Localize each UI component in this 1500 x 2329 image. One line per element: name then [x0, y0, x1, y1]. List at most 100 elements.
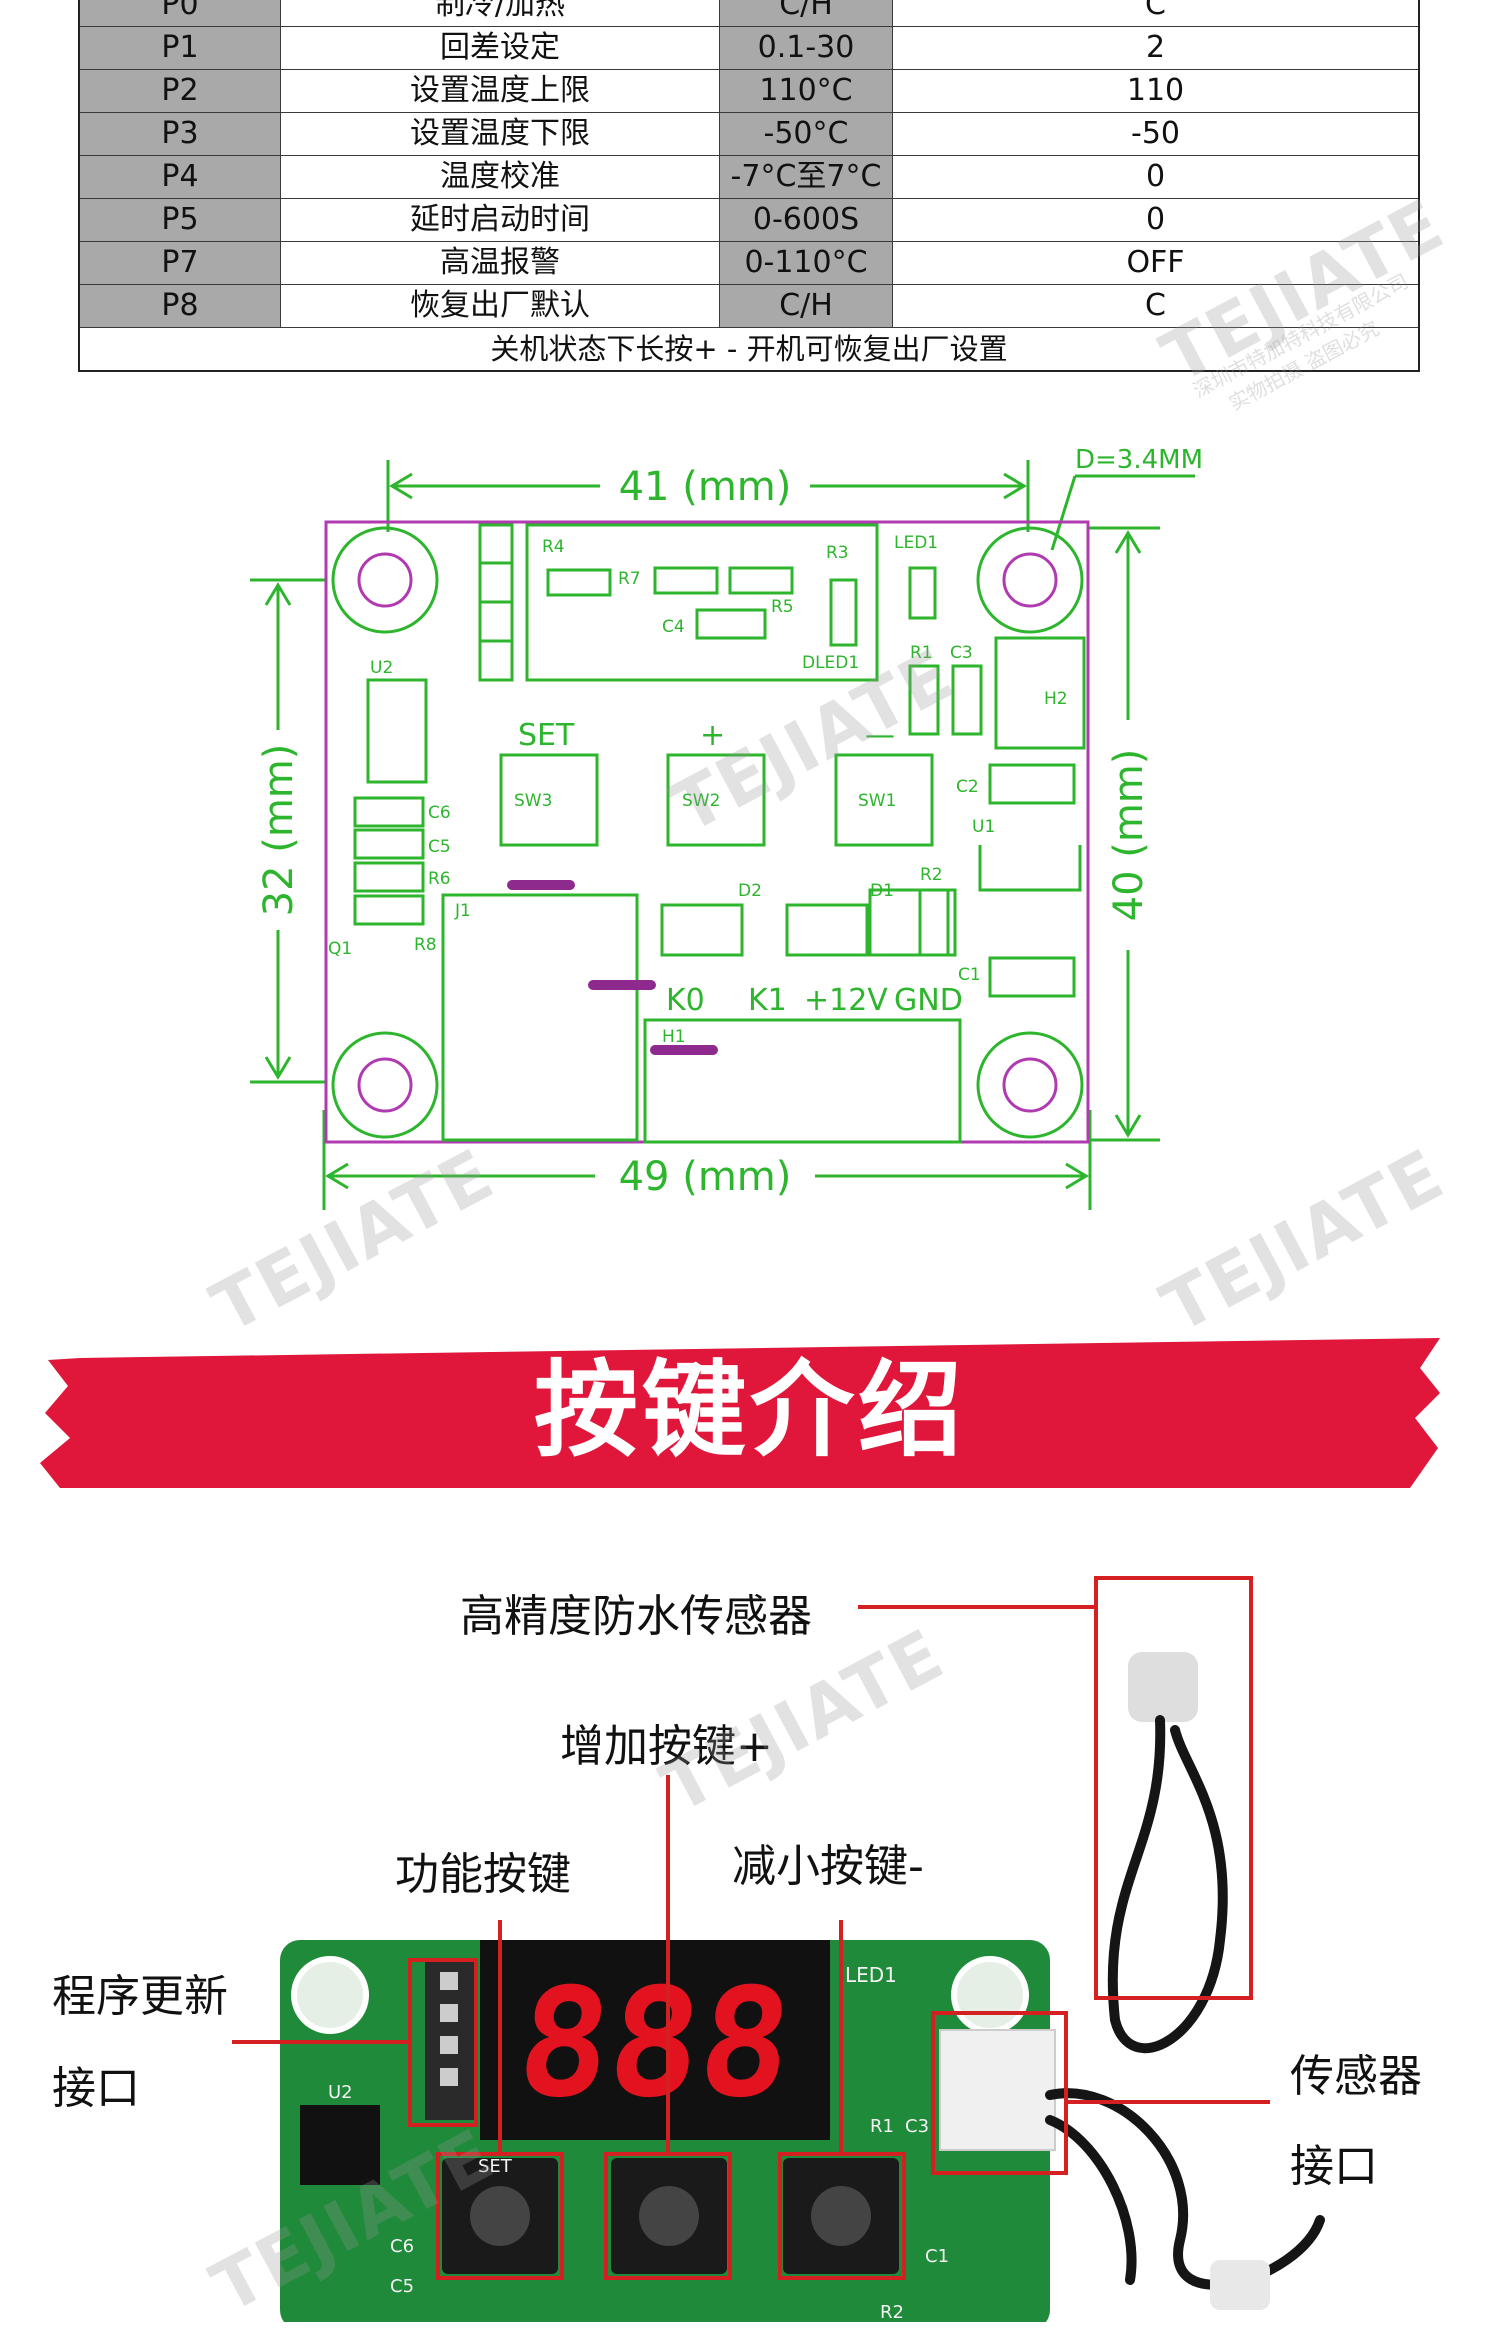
section-banner — [40, 1338, 1440, 1488]
table-row: P1 回差设定 0.1-30 2 — [78, 26, 1420, 70]
param-default: 110 — [892, 69, 1420, 113]
callout-minus-key: 减小按键- — [732, 1841, 924, 1892]
param-range: 0-110°C — [719, 241, 893, 285]
photo-c3-label: C3 — [905, 2116, 929, 2137]
seven-segment-display — [480, 1940, 830, 2140]
param-name: 设置温度下限 — [280, 112, 720, 156]
param-default: 2 — [892, 26, 1420, 70]
param-default: 0 — [892, 155, 1420, 199]
display-digits: 888 — [510, 1956, 799, 2131]
param-range: 110°C — [719, 69, 893, 113]
table-row: P0 制冷/加热 C/H C — [78, 0, 1420, 27]
table-row: P5 延时启动时间 0-600S 0 — [78, 198, 1420, 242]
photo-c6-label: C6 — [390, 2236, 414, 2257]
pcb-label-dled1: DLED1 — [802, 653, 859, 673]
table-note-row: 关机状态下长按+ - 开机可恢复出厂设置 — [78, 327, 1420, 372]
pcb-label-plus: + — [700, 718, 725, 753]
pcb-label-h2: H2 — [1044, 689, 1068, 709]
pcb-label-12v: +12V — [804, 983, 888, 1018]
dim-top-label: 41 (mm) — [619, 464, 792, 510]
param-default: C — [892, 0, 1420, 27]
param-name: 设置温度上限 — [280, 69, 720, 113]
pcb-label-q1: Q1 — [328, 939, 352, 959]
param-default: -50 — [892, 112, 1420, 156]
param-range: C/H — [719, 0, 893, 27]
param-code: P5 — [78, 198, 281, 242]
pcb-label-c6: C6 — [428, 803, 451, 823]
callout-sensor-port-line2: 接口 — [1290, 2141, 1378, 2192]
param-code: P7 — [78, 241, 281, 285]
pcb-label-r5: R5 — [771, 597, 794, 617]
pcb-label-d1: D1 — [870, 881, 894, 901]
pcb-label-set: SET — [518, 718, 575, 753]
param-name: 回差设定 — [280, 26, 720, 70]
photo-set-label: SET — [478, 2156, 513, 2177]
param-default: C — [892, 284, 1420, 328]
table-row: P2 设置温度上限 110°C 110 — [78, 69, 1420, 113]
pcb-label-j1: J1 — [454, 901, 471, 921]
pcb-label-d2: D2 — [738, 881, 762, 901]
photo-r1-label: R1 — [870, 2116, 894, 2137]
pcb-label-led1: LED1 — [894, 533, 938, 553]
pcb-label-minus: — — [865, 718, 895, 753]
pcb-label-r8: R8 — [414, 935, 437, 955]
table-row: P8 恢复出厂默认 C/H C — [78, 284, 1420, 328]
callout-plus-key: 增加按键+ — [560, 1721, 773, 1772]
param-code: P4 — [78, 155, 281, 199]
param-code: P2 — [78, 69, 281, 113]
param-default: OFF — [892, 241, 1420, 285]
param-range: 0.1-30 — [719, 26, 893, 70]
pcb-label-u2: U2 — [370, 658, 393, 678]
param-code: P0 — [78, 0, 281, 27]
pcb-label-sw3: SW3 — [514, 791, 552, 811]
dim-bottom-label: 49 (mm) — [619, 1154, 792, 1200]
pcb-label-c1: C1 — [958, 965, 981, 985]
param-name: 制冷/加热 — [280, 0, 720, 27]
pcb-dimension-drawing: 41 (mm) 49 (mm) 32 (mm) 40 (mm) D=3.4MM — [250, 445, 1203, 1210]
param-name: 高温报警 — [280, 241, 720, 285]
pcb-label-c4: C4 — [662, 617, 685, 637]
param-code: P1 — [78, 26, 281, 70]
param-default: 0 — [892, 198, 1420, 242]
parameter-table: P0 制冷/加热 C/H C P1 回差设定 0.1-30 2 P2 设置温度上… — [78, 0, 1420, 372]
callout-function-key: 功能按键 — [395, 1849, 571, 1900]
pcb-label-sw2: SW2 — [682, 791, 720, 811]
pcb-label-k1: K1 — [748, 983, 787, 1018]
pcb-label-r7: R7 — [618, 569, 641, 589]
param-range: 0-600S — [719, 198, 893, 242]
param-code: P8 — [78, 284, 281, 328]
pcb-label-h1: H1 — [662, 1027, 686, 1047]
pcb-label-r2: R2 — [920, 865, 943, 885]
pcb-label-k0: K0 — [666, 983, 705, 1018]
dim-right-label: 40 (mm) — [1106, 749, 1152, 922]
dim-left-label: 32 (mm) — [256, 744, 302, 917]
table-row: P3 设置温度下限 -50°C -50 — [78, 112, 1420, 156]
pcb-label-c2: C2 — [956, 777, 979, 797]
factory-reset-note: 关机状态下长按+ - 开机可恢复出厂设置 — [78, 327, 1420, 372]
pcb-label-u1: U1 — [972, 817, 995, 837]
param-name: 温度校准 — [280, 155, 720, 199]
pcb-label-r6: R6 — [428, 869, 451, 889]
pcb-label-gnd: GND — [894, 983, 963, 1018]
photo-c5-label: C5 — [390, 2276, 414, 2297]
pcb-label-r1: R1 — [910, 643, 933, 663]
photo-u2-label: U2 — [328, 2082, 353, 2103]
pcb-label-r3: R3 — [826, 543, 849, 563]
pcb-label-c5: C5 — [428, 837, 451, 857]
table-row: P7 高温报警 0-110°C OFF — [78, 241, 1420, 285]
photo-r2-label: R2 — [880, 2302, 904, 2322]
pcb-label-r4: R4 — [542, 537, 565, 557]
hole-diameter-label: D=3.4MM — [1075, 445, 1203, 475]
param-name: 延时启动时间 — [280, 198, 720, 242]
banner-title: 按键介绍 — [533, 1349, 966, 1471]
param-range: -7°C至7°C — [719, 155, 893, 199]
pcb-label-sw1: SW1 — [858, 791, 896, 811]
param-range: -50°C — [719, 112, 893, 156]
photo-led-label: LED1 — [845, 1963, 897, 1987]
callout-sensor-port-line1: 传感器 — [1290, 2051, 1422, 2102]
pcb-label-c3: C3 — [950, 643, 973, 663]
param-range: C/H — [719, 284, 893, 328]
callout-program-port-line1: 程序更新 — [52, 1971, 228, 2022]
callout-sensor: 高精度防水传感器 — [460, 1591, 812, 1642]
param-name: 恢复出厂默认 — [280, 284, 720, 328]
